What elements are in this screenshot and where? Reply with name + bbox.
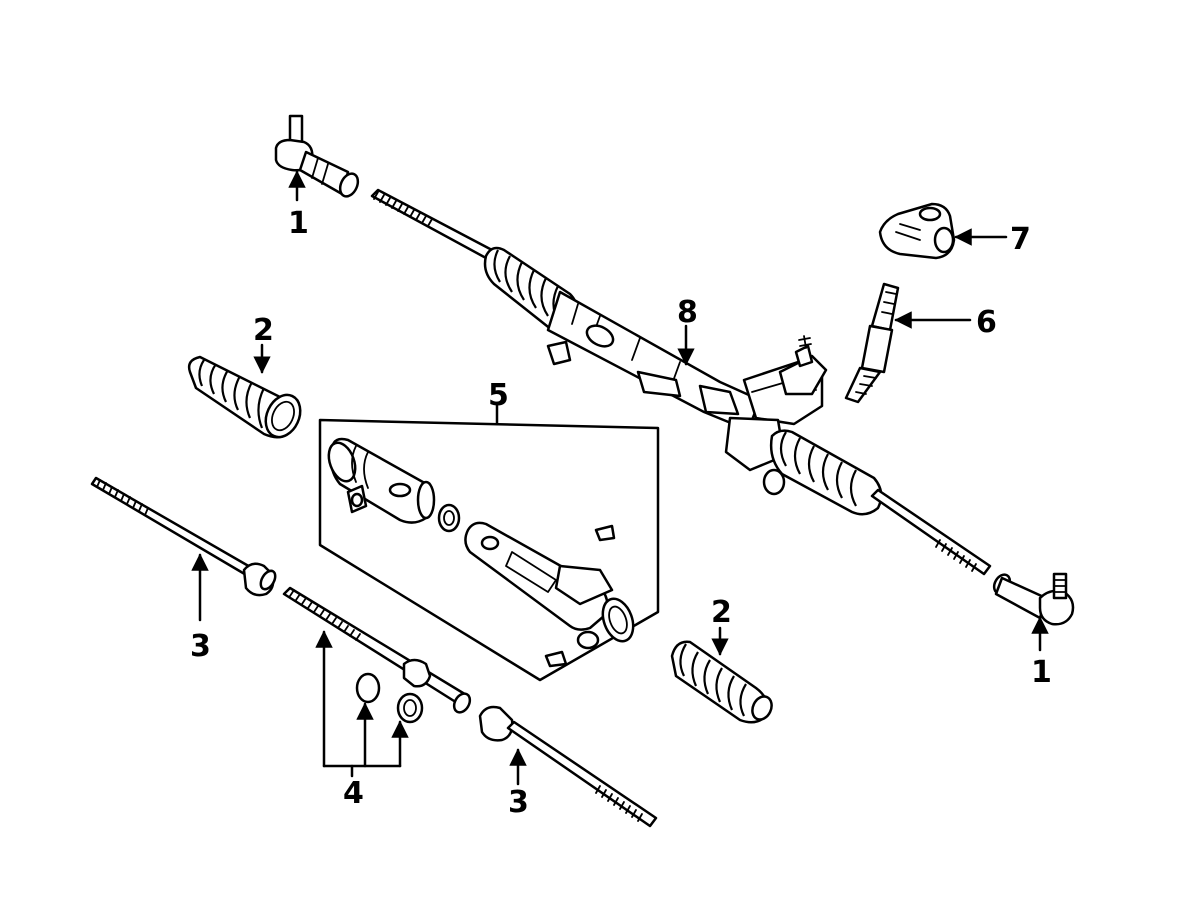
inner-tie-rod-left[interactable] (90, 476, 278, 597)
callout-3-left: 3 (190, 553, 211, 664)
callout-7: 7 (954, 222, 1031, 257)
valve-housing[interactable] (878, 202, 956, 260)
callout-1-right: 1 (1031, 616, 1052, 690)
rack-shaft-kit[interactable] (282, 586, 473, 724)
housing-kit-box (318, 418, 660, 682)
svg-text:1: 1 (288, 206, 309, 241)
svg-text:4: 4 (343, 776, 364, 811)
svg-text:2: 2 (253, 313, 274, 348)
svg-text:2: 2 (711, 595, 732, 630)
svg-text:7: 7 (1010, 222, 1031, 257)
callout-2-left: 2 (253, 313, 274, 374)
callout-8: 8 (677, 295, 698, 366)
rack-and-pinion-assembly[interactable] (370, 188, 992, 576)
svg-text:3: 3 (508, 785, 529, 820)
callout-4: 4 (315, 630, 409, 811)
svg-text:5: 5 (488, 378, 509, 413)
svg-text:6: 6 (976, 305, 997, 340)
callout-3-right: 3 (508, 748, 529, 820)
pinion-shaft[interactable] (844, 282, 900, 404)
svg-text:3: 3 (190, 629, 211, 664)
callout-2-right: 2 (711, 595, 732, 656)
svg-text:1: 1 (1031, 655, 1052, 690)
inner-tie-rod-right[interactable] (478, 705, 658, 828)
callout-1-left: 1 (288, 170, 309, 241)
housing-kit[interactable] (324, 437, 639, 668)
callout-5: 5 (488, 378, 509, 426)
tie-rod-end-right[interactable] (991, 572, 1075, 626)
svg-text:8: 8 (677, 295, 698, 330)
rack-boot-right[interactable] (670, 640, 775, 724)
callout-6: 6 (894, 305, 997, 340)
rack-boot-left[interactable] (187, 355, 307, 443)
tie-rod-end-left[interactable] (274, 114, 361, 199)
